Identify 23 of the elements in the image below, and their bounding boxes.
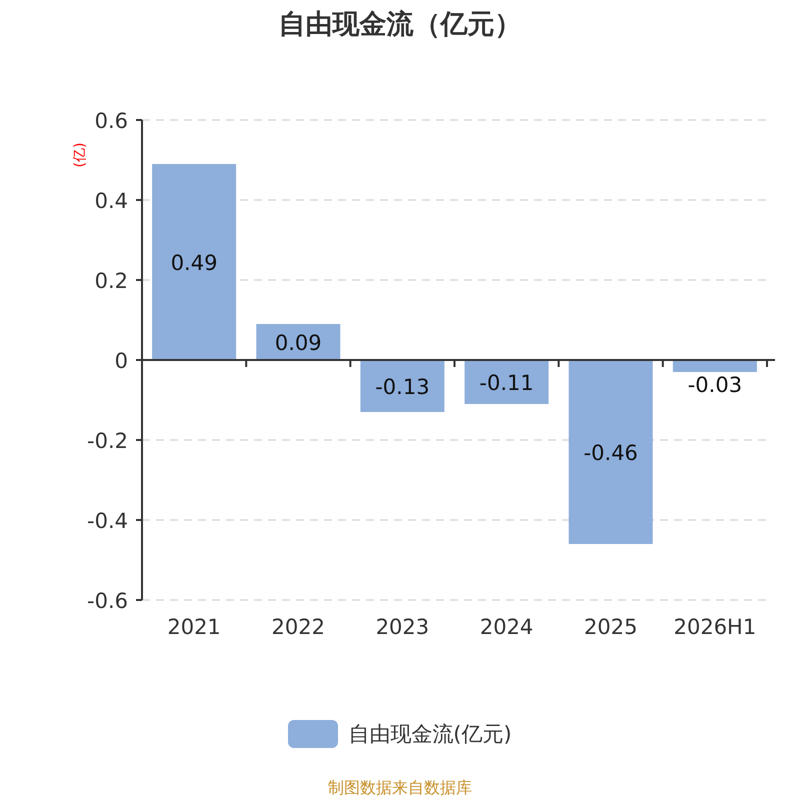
axis-tick-label: 2022	[272, 615, 325, 639]
axis-tick-label: 2026H1	[674, 615, 756, 639]
axis-tick-label: -0.2	[87, 429, 128, 453]
value-label: -0.11	[479, 371, 534, 395]
axis-tick-label: 2025	[584, 615, 638, 639]
axis-tick-label: 2023	[376, 615, 430, 639]
value-label: -0.03	[688, 373, 742, 397]
axis-tick-label: -0.4	[87, 509, 128, 533]
chart-title: 自由现金流（亿元）	[278, 8, 522, 42]
axis-tick-label: -0.6	[87, 589, 128, 613]
legend-label: 自由现金流(亿元)	[348, 721, 512, 748]
value-label: 0.49	[170, 251, 218, 275]
axis-tick-label: 0	[114, 349, 128, 373]
value-label: -0.46	[584, 441, 638, 465]
axis-tick-label: 2021	[167, 615, 221, 639]
axis-tick-label: 0.4	[94, 189, 128, 213]
axis-tick-label: 0.2	[94, 269, 128, 293]
axis-tick-label: 2024	[480, 615, 534, 639]
axis-title: (亿)	[72, 142, 88, 168]
axis-tick-label: 0.6	[94, 109, 128, 133]
value-label: -0.13	[375, 375, 430, 399]
source-note: 制图数据来自数据库	[327, 778, 473, 799]
value-label: 0.09	[274, 331, 322, 355]
